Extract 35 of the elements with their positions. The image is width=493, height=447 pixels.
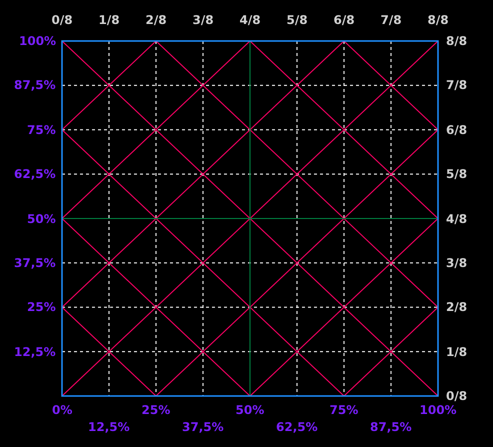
axis-label: 0% <box>52 403 72 417</box>
axis-label: 25% <box>142 403 170 417</box>
axis-label: 37,5% <box>182 420 224 434</box>
axis-label: 7/8 <box>446 78 468 92</box>
axis-label: 8/8 <box>446 34 468 48</box>
axis-label: 1/8 <box>98 13 120 27</box>
axis-label: 5/8 <box>286 13 308 27</box>
axis-label: 5/8 <box>446 167 468 182</box>
axis-label: 0/8 <box>446 389 468 403</box>
axis-label: 87,5% <box>370 420 412 434</box>
axis-label: 100% <box>19 34 56 48</box>
axis-label: 12,5% <box>88 420 130 434</box>
axis-label: 6/8 <box>446 122 468 137</box>
axis-label: 3/8 <box>192 13 214 27</box>
axis-label: 25% <box>27 300 56 314</box>
axis-label: 1/8 <box>446 344 468 359</box>
axis-label: 100% <box>420 403 457 417</box>
axis-label: 2/8 <box>146 13 167 27</box>
axis-label: 37,5% <box>14 256 56 270</box>
axis-label: 75% <box>27 122 56 137</box>
axis-label: 7/8 <box>380 13 402 27</box>
axis-label: 0/8 <box>52 13 73 27</box>
axis-label: 62,5% <box>14 167 56 182</box>
axis-label: 2/8 <box>446 300 468 314</box>
axis-label: 50% <box>27 212 56 226</box>
axis-label: 8/8 <box>428 13 449 27</box>
axis-label: 4/8 <box>446 212 468 226</box>
axis-label: 12,5% <box>14 344 56 359</box>
axis-label: 87,5% <box>14 78 56 92</box>
axis-label: 50% <box>236 403 264 417</box>
axis-label: 62,5% <box>276 420 318 434</box>
axis-label: 75% <box>330 403 358 417</box>
axis-label: 6/8 <box>334 13 355 27</box>
axis-label: 4/8 <box>240 13 261 27</box>
axis-label: 3/8 <box>446 256 468 270</box>
